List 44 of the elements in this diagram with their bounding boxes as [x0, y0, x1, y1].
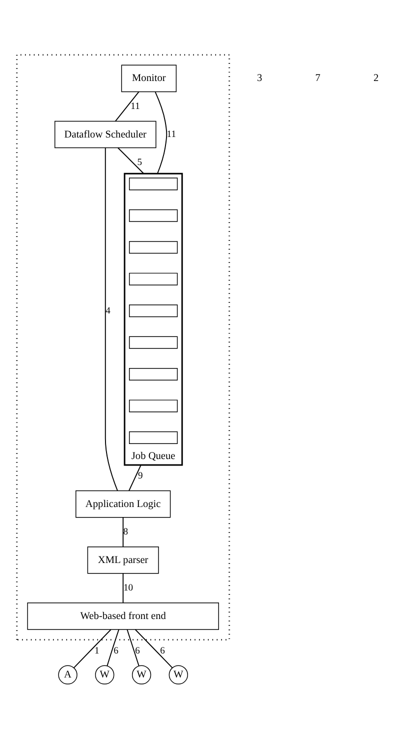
connector [114, 91, 140, 122]
edge-label: 6 [160, 645, 165, 656]
connector [73, 629, 112, 668]
edge-label: 8 [123, 526, 128, 538]
node-circle: W [95, 665, 114, 684]
edge-label: 1 [94, 645, 100, 656]
node-box [129, 336, 178, 349]
cluster [16, 54, 230, 641]
edge-label: 11 [166, 129, 176, 140]
node-box [129, 368, 178, 381]
node-box: Dataflow Scheduler [54, 120, 156, 148]
node-circle: W [168, 665, 188, 684]
node-box: Web-based front end [27, 602, 219, 630]
cluster: Job Queue [124, 172, 183, 466]
node-circle: A [58, 665, 78, 684]
node-box [129, 400, 178, 412]
edge-label: 10 [123, 582, 134, 594]
connector [126, 629, 140, 666]
edge-label: 6 [135, 645, 140, 656]
node-box: XML parser [87, 546, 159, 574]
label: 3 [256, 73, 262, 84]
connector [118, 147, 144, 174]
node-box [129, 209, 178, 222]
edge-label: 11 [130, 100, 140, 112]
node-box: Application Logic [76, 490, 171, 518]
node-box [129, 304, 178, 318]
edge-label: 9 [138, 470, 143, 482]
connector [104, 147, 118, 492]
connector [128, 464, 142, 492]
node-box [129, 272, 178, 286]
node-circle: W [132, 665, 152, 684]
edge-label: 5 [137, 157, 142, 168]
connector [122, 516, 124, 548]
label: 2 [374, 73, 379, 84]
edge-label: 6 [114, 645, 118, 656]
connector [122, 573, 124, 604]
connector [106, 629, 120, 666]
label: 7 [315, 73, 320, 84]
connector [154, 92, 168, 174]
node-box [129, 178, 178, 190]
connector [134, 629, 173, 668]
node-box [129, 431, 178, 444]
node-box [129, 241, 178, 254]
node-box: Monitor [121, 64, 177, 92]
